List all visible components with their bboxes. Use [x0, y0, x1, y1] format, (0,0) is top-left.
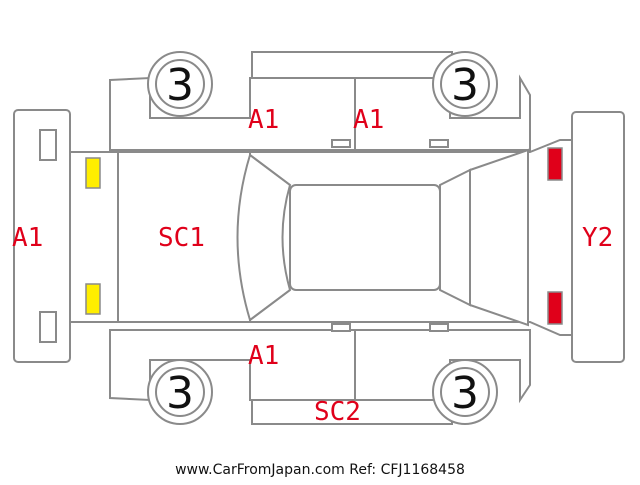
left-rear-door-handle — [429, 139, 449, 148]
wheel-front-left-code: 3 — [166, 60, 194, 111]
right-rear-door-handle — [429, 323, 449, 332]
right-rocker-code: SC2 — [314, 397, 361, 427]
front-right-door-code: A1 — [248, 341, 279, 371]
rear-bumper-code: Y2 — [582, 223, 613, 253]
left-side-panel — [109, 74, 531, 151]
hood-code: SC1 — [158, 223, 205, 253]
wheel-rear-left: 3 — [432, 51, 498, 117]
front-bumper-lamp-top — [39, 129, 57, 161]
front-left-door-code: A1 — [248, 105, 279, 135]
trunk-panel — [469, 148, 529, 327]
a-pillar-right — [249, 289, 291, 321]
a-pillar-left — [249, 154, 291, 186]
wheel-rear-right-code: 3 — [451, 368, 479, 419]
wheel-front-left: 3 — [147, 51, 213, 117]
rear-window — [439, 168, 471, 307]
right-roof-rail — [251, 399, 453, 425]
left-front-door-handle — [331, 139, 351, 148]
front-lamp-top — [85, 157, 101, 189]
wheel-rear-left-code: 3 — [451, 60, 479, 111]
wheel-front-right: 3 — [147, 359, 213, 425]
front-bumper-code: A1 — [12, 223, 43, 253]
front-lamp-bottom — [85, 283, 101, 315]
roof-panel — [289, 184, 441, 291]
rear-lamp-bottom — [547, 291, 563, 325]
right-front-door-handle — [331, 323, 351, 332]
footer-reference: www.CarFromJapan.com Ref: CFJ1168458 — [175, 462, 465, 478]
wheel-rear-right: 3 — [432, 359, 498, 425]
front-bumper-lamp-bottom — [39, 311, 57, 343]
wheel-front-right-code: 3 — [166, 368, 194, 419]
rear-lamp-top — [547, 147, 563, 181]
left-roof-rail — [251, 51, 453, 79]
rear-left-door-code: A1 — [353, 105, 384, 135]
